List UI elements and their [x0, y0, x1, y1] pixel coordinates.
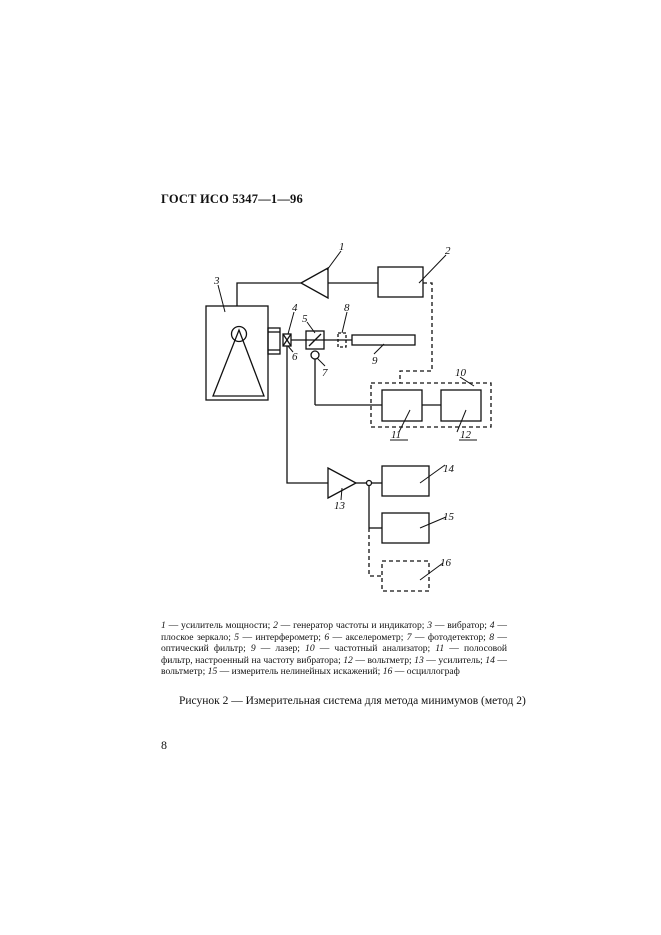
document-header: ГОСТ ИСО 5347—1—96: [161, 192, 303, 206]
legend-item: 10 — частотный анализатор;: [305, 643, 436, 655]
figure-caption: Рисунок 2 — Измерительная система для ме…: [179, 695, 526, 707]
power-amplifier: [299, 266, 378, 300]
voltmeter-14: [381, 465, 430, 497]
legend-item-number: 10: [305, 643, 315, 655]
legend-item-text: усилитель: [438, 654, 481, 666]
label-6: 6: [292, 351, 298, 363]
legend-item-text: вольтметр: [161, 666, 203, 678]
oscilloscope: [381, 560, 430, 592]
legend-item-number: 5: [234, 631, 240, 643]
page-number: 8: [161, 738, 167, 752]
legend-item-text: вибратор: [447, 620, 485, 631]
legend-item-text: частотный анализатор: [334, 643, 428, 655]
wire-amp-vibrator: [236, 282, 301, 306]
legend-item-number: 15: [207, 666, 218, 678]
label-2: 2: [445, 245, 451, 257]
photodetector: [310, 350, 320, 360]
legend-item: 3 — вибратор;: [427, 620, 490, 631]
legend-item-number: 12: [343, 654, 353, 666]
legend-item: 1 — усилитель мощности;: [161, 620, 274, 631]
legend-item-text: плоское зеркало: [161, 631, 229, 643]
frequency-analyzer: [370, 382, 492, 428]
legend-item-text: усилитель мощности: [181, 620, 268, 631]
label-4: 4: [292, 302, 298, 314]
legend-item-number: 13: [414, 654, 424, 666]
label-13: 13: [334, 500, 346, 512]
legend-item: 5 — интерферометр;: [234, 631, 325, 643]
legend-item: 11 — полосовой фильтр, настроенный на ча…: [161, 643, 508, 666]
vibrator: [205, 305, 281, 401]
legend-item-text: лазер: [275, 643, 298, 655]
legend-item-number: 4: [489, 620, 495, 631]
label-1: 1: [339, 241, 345, 253]
interferometer: [305, 330, 325, 350]
legend-item: 14 — вольтметр;: [161, 654, 507, 678]
figure-legend: 1 — усилитель мощности; 2 — генератор ча…: [161, 620, 507, 678]
legend-item-number: 8: [489, 631, 495, 643]
label-11: 11: [391, 429, 401, 441]
distortion-meter: [381, 512, 430, 544]
legend-item: 13 — усилитель;: [414, 654, 486, 666]
optical-filter: [337, 332, 347, 348]
legend-item-number: 16: [382, 666, 393, 678]
legend-item-number: 11: [435, 643, 445, 655]
legend-item: 9 — лазер;: [250, 643, 306, 655]
label-15: 15: [443, 511, 455, 523]
label-3: 3: [213, 275, 220, 287]
legend-item: 2 — генератор частоты и индикатор;: [273, 620, 428, 631]
label-10: 10: [455, 367, 467, 379]
legend-item-number: 6: [324, 631, 330, 643]
legend-item-number: 7: [406, 631, 412, 643]
legend-item-number: 9: [250, 643, 256, 655]
legend-item-number: 3: [427, 620, 433, 631]
label-16: 16: [440, 557, 452, 569]
plane-mirror-and-accelerometer: [282, 333, 292, 347]
voltmeter-12: [440, 389, 482, 422]
legend-item: 16 — осциллограф: [382, 666, 460, 678]
legend-item: 12 — вольтметр;: [343, 654, 415, 666]
legend-item: 4 — плоское зеркало;: [161, 620, 507, 643]
legend-item-number: 2: [273, 620, 278, 631]
legend-item: 8 — оптический фильтр;: [161, 631, 507, 655]
legend-item-text: фотодетектор: [427, 631, 484, 643]
frequency-generator: [377, 266, 424, 298]
legend-item-number: 1: [161, 620, 166, 631]
label-12: 12: [460, 429, 472, 441]
label-5: 5: [302, 313, 308, 325]
laser: [351, 334, 416, 346]
legend-item-number: 14: [485, 654, 495, 666]
label-14: 14: [443, 463, 455, 475]
legend-item-text: осциллограф: [406, 666, 460, 678]
bandpass-filter: [381, 389, 423, 422]
legend-item-text: акселерометр: [345, 631, 401, 643]
legend-item-text: вольтметр: [367, 654, 409, 666]
legend-item-text: интерферометр: [255, 631, 319, 643]
dashed-link-generator-analyzer: [399, 282, 433, 383]
label-8: 8: [344, 302, 350, 314]
wire-accelerometer-amplifier: [286, 346, 328, 484]
legend-item: 7 — фотодетектор;: [406, 631, 490, 643]
dashed-link-oscilloscope: [368, 528, 382, 577]
leader-lines: [217, 250, 475, 581]
legend-item-text: измеритель нелинейных искажений: [231, 666, 378, 678]
legend-item-text: оптический фильтр: [161, 643, 244, 655]
legend-item-text: полосовой фильтр, настроенный на частоту…: [161, 643, 508, 666]
label-9: 9: [372, 355, 378, 367]
legend-item: 6 — акселерометр;: [324, 631, 407, 643]
legend-item-text: генератор частоты и индикатор: [293, 620, 422, 631]
legend-item: 15 — измеритель нелинейных искажений;: [207, 666, 383, 678]
label-7: 7: [322, 367, 328, 379]
